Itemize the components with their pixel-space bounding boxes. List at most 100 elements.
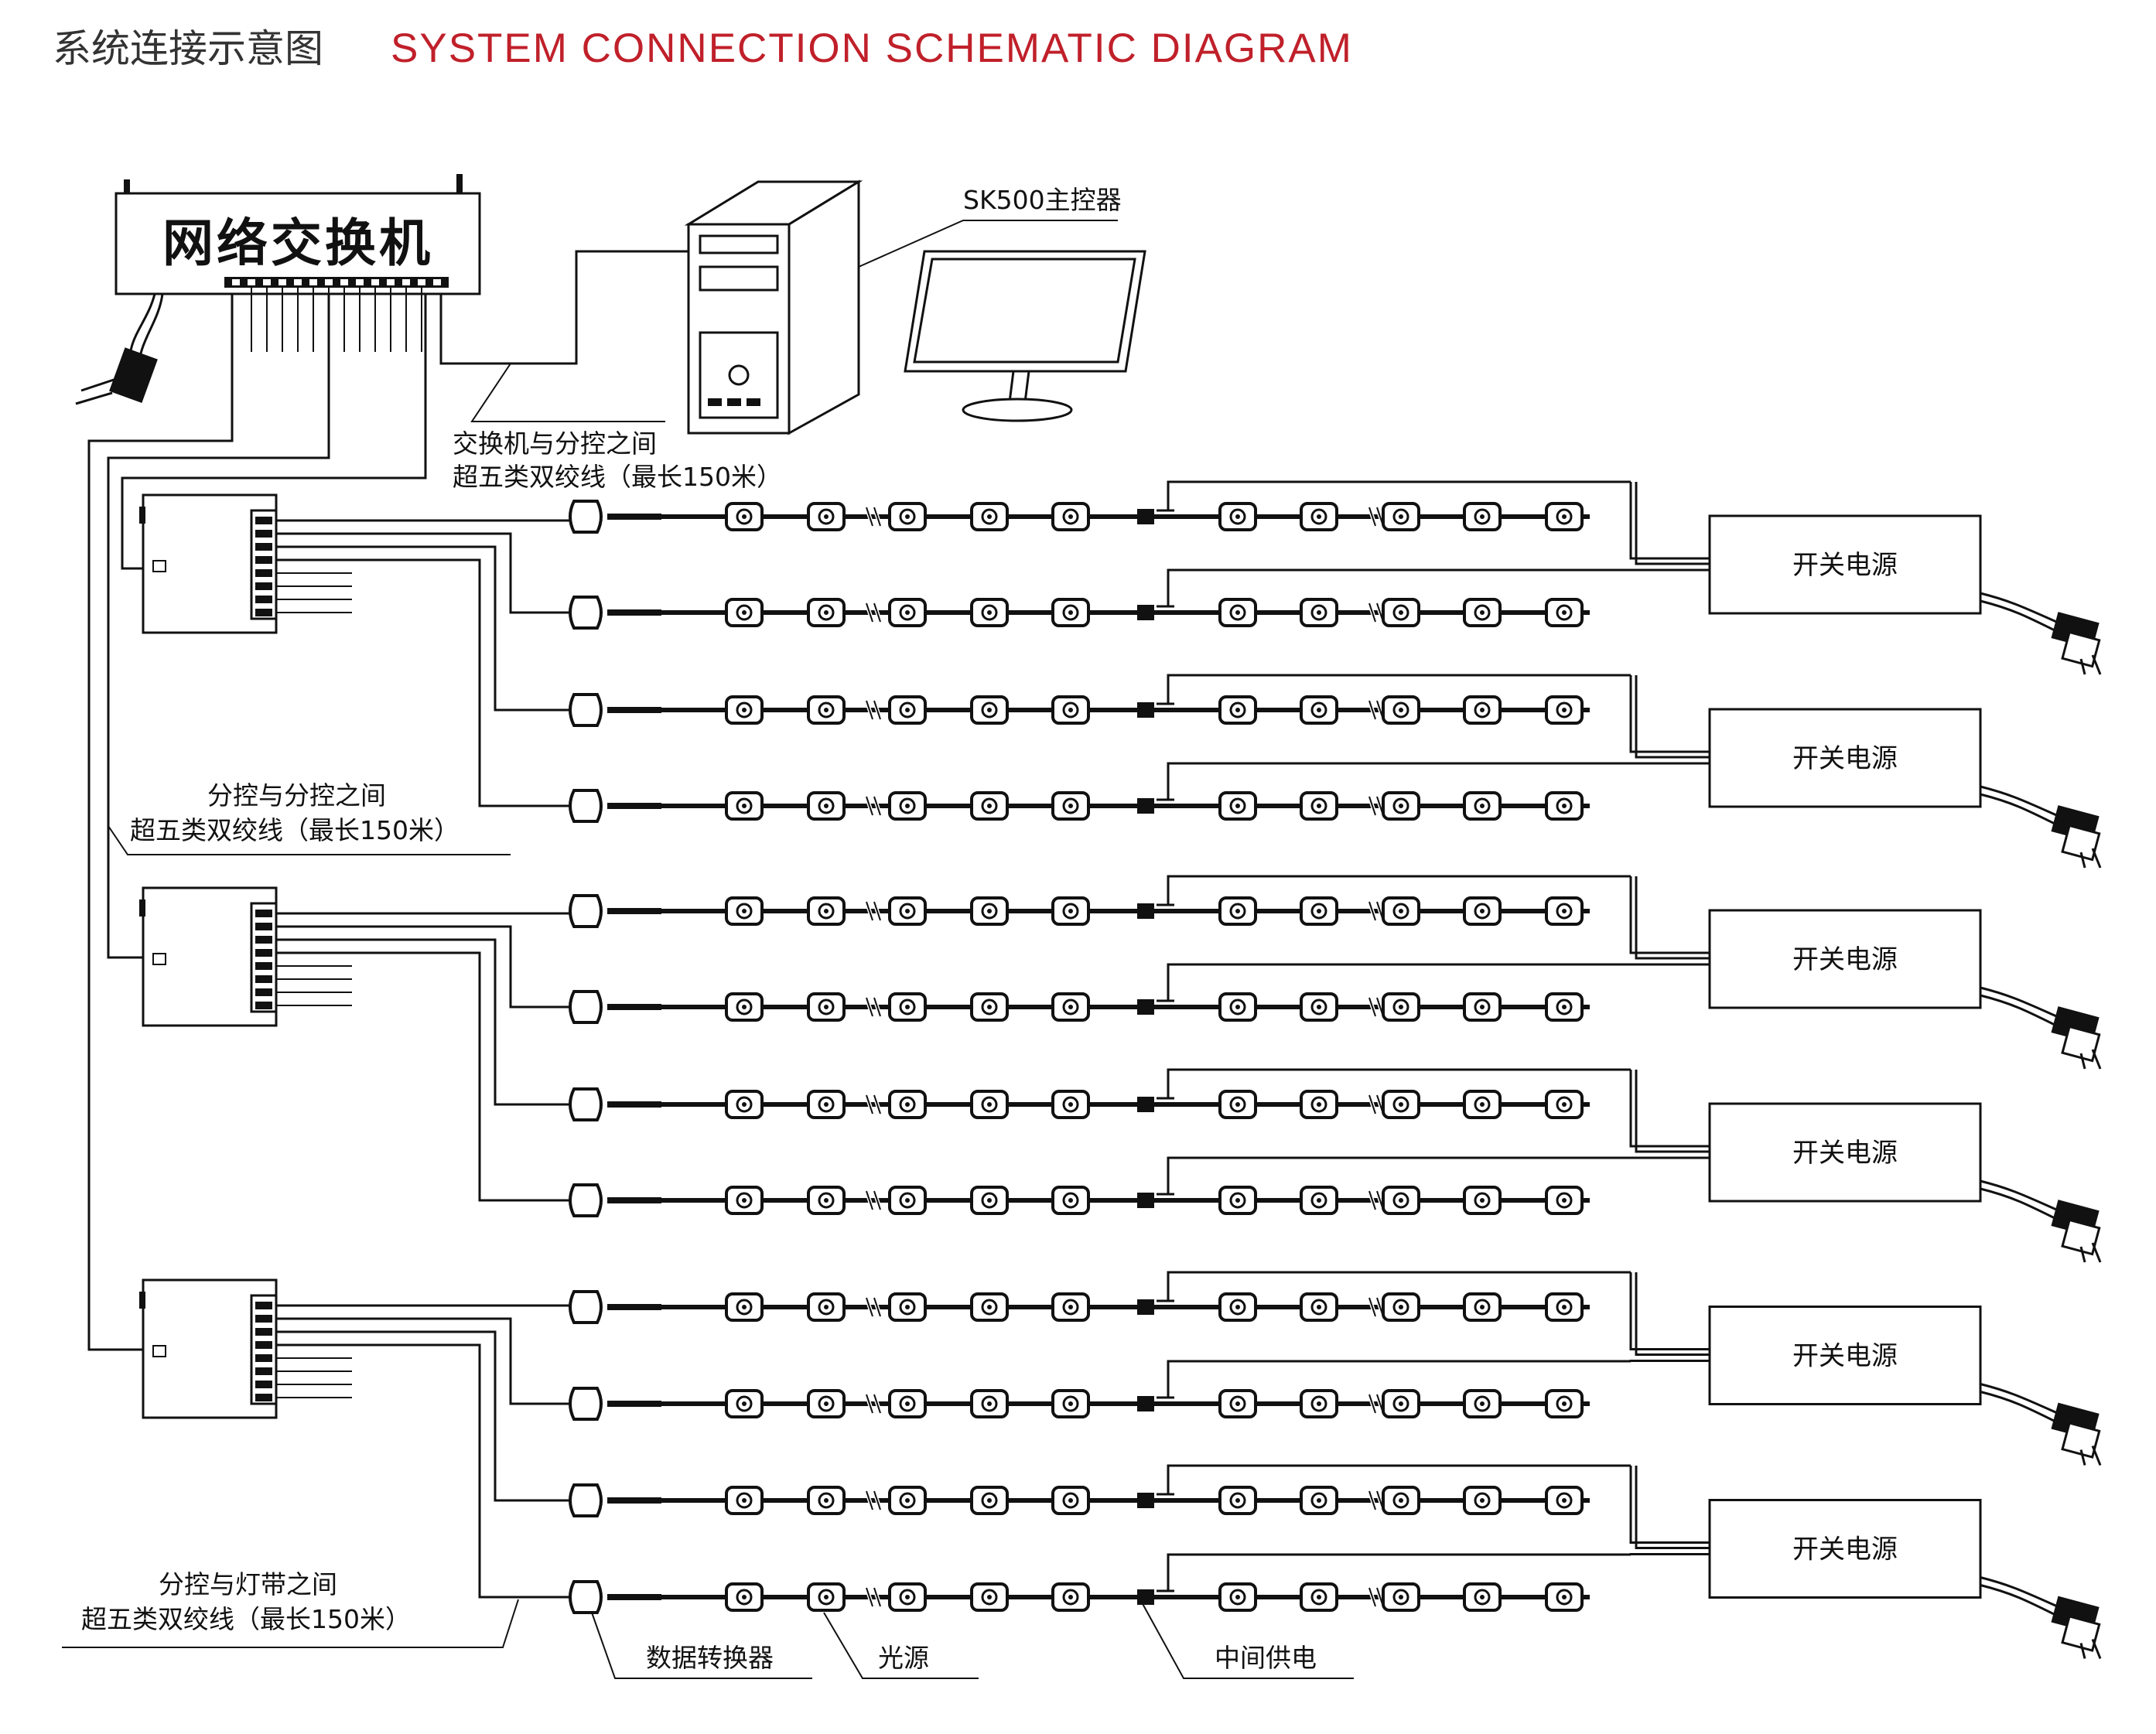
led-module-icon <box>1051 791 1090 821</box>
led-module-icon <box>970 1389 1009 1418</box>
data-converter <box>569 1387 603 1421</box>
rj45-port-icon <box>255 596 272 603</box>
led-strips <box>569 480 1631 1614</box>
mid-power-connector <box>1137 999 1154 1015</box>
led-module-icon <box>1545 502 1584 531</box>
rj45-port-icon <box>255 936 272 944</box>
led-module-icon <box>1218 992 1257 1022</box>
led-module-icon <box>1463 1389 1502 1418</box>
led-module-icon <box>1382 1582 1420 1612</box>
led-module-icon <box>970 1186 1009 1215</box>
data-converter <box>569 990 603 1024</box>
led-module-icon <box>1300 1389 1338 1418</box>
led-module-icon <box>1545 1292 1584 1322</box>
power-supply-label: 开关电源 <box>1792 550 1898 581</box>
rj45-port-icon <box>255 556 272 564</box>
data-converter <box>569 789 603 823</box>
switch-sub-cables <box>87 294 427 1351</box>
rj45-port-icon <box>294 279 302 285</box>
led-module-icon <box>1545 896 1584 926</box>
switching-power-supply: 开关电源 <box>1629 1466 2102 1660</box>
led-module-icon <box>1051 695 1090 725</box>
led-strip-row <box>569 963 1631 1024</box>
rj45-port-icon <box>325 279 333 285</box>
led-module-icon <box>970 1486 1009 1515</box>
led-module-icon <box>888 502 927 531</box>
uplink-port-icon <box>152 560 166 572</box>
led-module-icon <box>807 896 846 926</box>
power-plug-icon <box>1980 986 2102 1070</box>
led-module-icon <box>1382 502 1420 531</box>
rj45-port-icon <box>433 279 441 285</box>
callout-light: 光源 <box>878 1643 929 1673</box>
led-module-icon <box>1218 598 1257 627</box>
note-sub-sub-2: 超五类双绞线（最长150米） <box>130 815 460 845</box>
led-module-icon <box>1463 1486 1502 1515</box>
led-module-icon <box>725 992 764 1022</box>
led-module-icon <box>1300 1186 1338 1215</box>
callouts: 数据转换器 光源 中间供电 <box>591 1600 1354 1679</box>
led-module-icon <box>807 992 846 1022</box>
led-strip-row <box>569 1156 1631 1217</box>
controller-label: SK500主控器 <box>963 185 1122 215</box>
led-module-icon <box>807 695 846 725</box>
led-module-icon <box>888 791 927 821</box>
rj45-port-icon <box>278 279 286 285</box>
led-module-icon <box>725 791 764 821</box>
led-module-icon <box>1463 1582 1502 1612</box>
led-module-icon <box>888 1582 927 1612</box>
rj45-port-icon <box>387 279 395 285</box>
led-module-icon <box>1463 1090 1502 1119</box>
led-module-icon <box>1382 598 1420 627</box>
mid-power-connector <box>1137 702 1154 718</box>
rj45-port-icon <box>371 279 379 285</box>
mid-power-connector <box>1137 798 1154 814</box>
power-supply-label: 开关电源 <box>1792 944 1898 975</box>
rj45-port-icon <box>418 279 425 285</box>
rj45-port-icon <box>255 923 272 930</box>
led-module-icon <box>725 1186 764 1215</box>
note-switch-sub-2: 超五类双绞线（最长150米） <box>453 462 782 492</box>
callout-mid-power: 中间供电 <box>1215 1643 1317 1673</box>
led-module-icon <box>888 992 927 1022</box>
switching-power-supply: 开关电源 <box>1629 482 2102 675</box>
led-module-icon <box>888 1486 927 1515</box>
led-module-icon <box>725 1582 764 1612</box>
note-leader-1 <box>470 363 665 422</box>
led-strip-row <box>569 480 1631 534</box>
rj45-port-icon <box>255 949 272 957</box>
power-plug-icon <box>1980 1383 2102 1466</box>
switching-power-supply: 开关电源 <box>1629 876 2102 1070</box>
rj45-port-icon <box>255 910 272 917</box>
led-module-icon <box>1545 695 1584 725</box>
title-en: SYSTEM CONNECTION SCHEMATIC DIAGRAM <box>391 26 1353 71</box>
rj45-port-icon <box>255 988 272 996</box>
note-switch-sub-1: 交换机与分控之间 <box>453 428 657 459</box>
power-supply-label: 开关电源 <box>1792 1534 1898 1565</box>
callout-converter: 数据转换器 <box>646 1643 774 1673</box>
sub-controller <box>139 886 574 1202</box>
led-module-icon <box>1463 598 1502 627</box>
rj45-port-icon <box>255 609 272 616</box>
led-module-icon <box>1382 1389 1420 1418</box>
led-strip-row <box>569 1553 1631 1614</box>
led-module-icon <box>1218 695 1257 725</box>
led-module-icon <box>888 695 927 725</box>
data-converter <box>569 1183 603 1217</box>
led-module-icon <box>725 1486 764 1515</box>
controller-leader <box>858 220 1118 268</box>
led-module-icon <box>807 791 846 821</box>
led-module-icon <box>1051 598 1090 627</box>
mid-power-connector <box>1137 1493 1154 1508</box>
led-strip-row <box>569 762 1631 823</box>
led-module-icon <box>1463 1186 1502 1215</box>
data-converter <box>569 1290 603 1324</box>
rj45-port-icon <box>255 1315 272 1323</box>
led-module-icon <box>970 992 1009 1022</box>
power-plug-icon <box>1980 1179 2102 1263</box>
led-module-icon <box>1218 896 1257 926</box>
mid-power-connector <box>1137 1097 1154 1112</box>
mid-power-connector <box>1137 1299 1154 1315</box>
led-module-icon <box>1545 791 1584 821</box>
